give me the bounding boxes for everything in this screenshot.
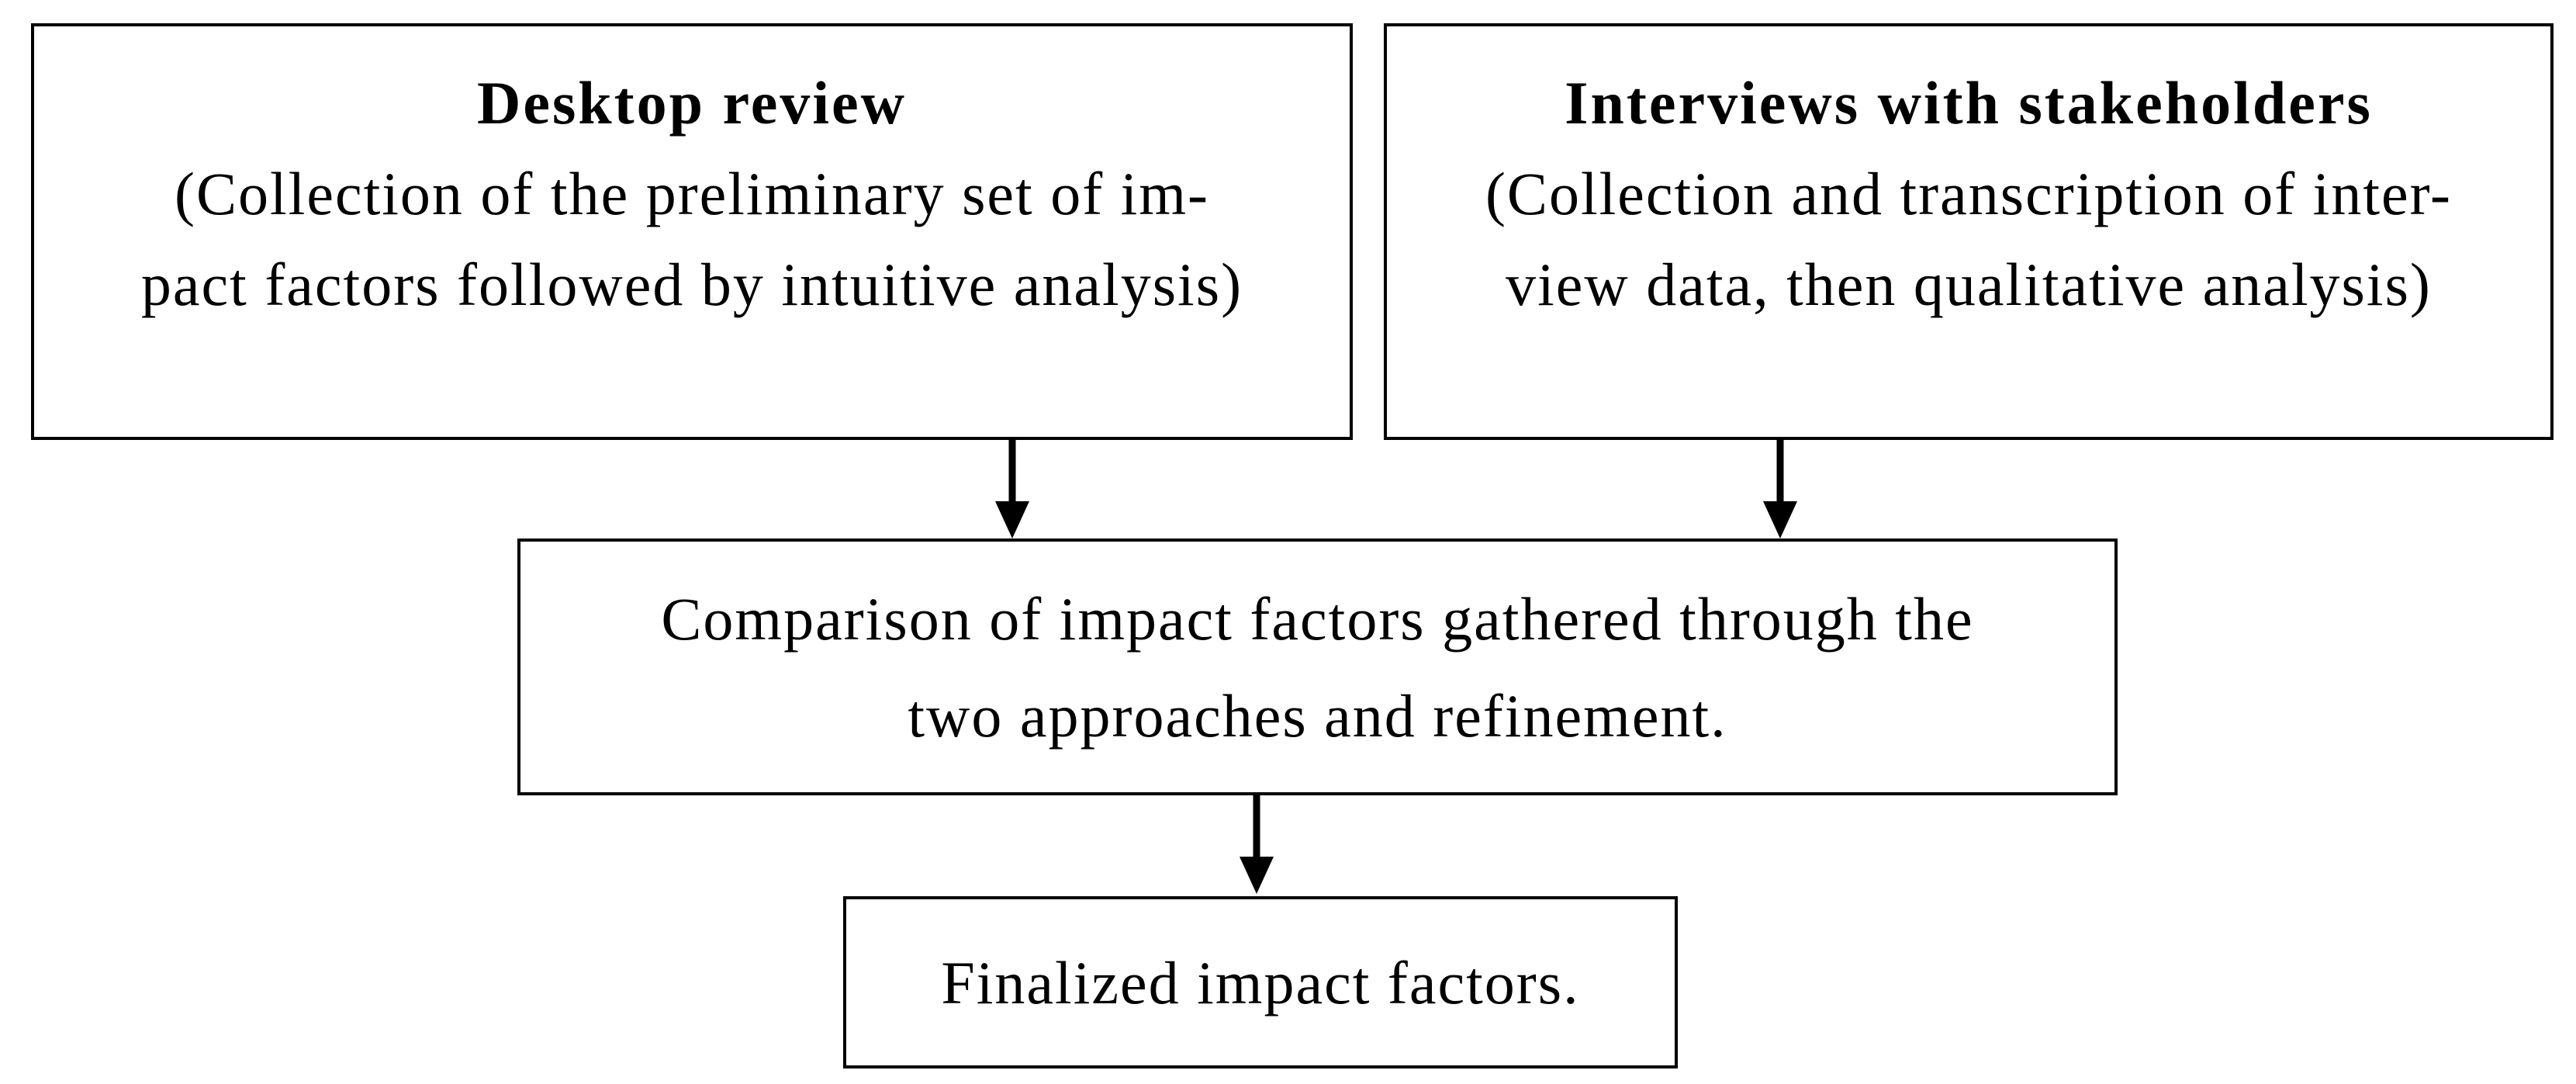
- box-interviews-with-stakeholders: Interviews with stakeholders (Collection…: [1384, 23, 2554, 440]
- interviews-line-2: view data, then qualitative analysis): [1506, 251, 2432, 318]
- arrowhead-icon: [1240, 857, 1274, 894]
- comparison-line-2: two approaches and refinement.: [908, 681, 1727, 750]
- arrow-down-comparison-to-finalized-icon: [1240, 795, 1274, 894]
- comparison-line-1: Comparison of impact factors gathered th…: [661, 584, 1974, 653]
- box-finalized-impact-factors: Finalized impact factors.: [843, 896, 1678, 1068]
- interviews-line-1: (Collection and transcription of inter-: [1485, 160, 2453, 227]
- desktop-review-title: Desktop review: [477, 69, 907, 137]
- arrow-down-desktop-to-comparison-icon: [995, 440, 1029, 539]
- desktop-review-line-1: (Collection of the preliminary set of im…: [175, 160, 1209, 227]
- box-desktop-review: Desktop review (Collection of the prelim…: [31, 23, 1353, 440]
- arrow-down-interviews-to-comparison-icon: [1763, 440, 1797, 539]
- desktop-review-line-2: pact factors followed by intuitive analy…: [140, 251, 1243, 318]
- interviews-title: Interviews with stakeholders: [1565, 69, 2373, 137]
- box-comparison: Comparison of impact factors gathered th…: [517, 539, 2118, 795]
- arrowhead-icon: [995, 501, 1029, 539]
- finalized-line-1: Finalized impact factors.: [941, 948, 1580, 1016]
- arrowhead-icon: [1763, 501, 1797, 539]
